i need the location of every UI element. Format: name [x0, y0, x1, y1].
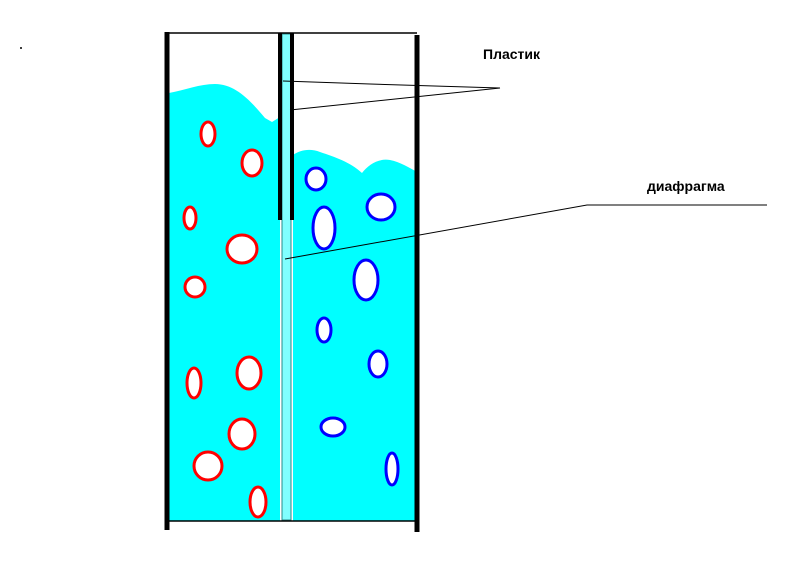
red-ion-bubble: [240, 148, 264, 178]
red-ion-bubble: [192, 450, 224, 482]
plastic-pointer-2: [289, 87, 501, 111]
red-ion-bubble: [185, 366, 203, 400]
plastic-label: Пластик: [483, 46, 540, 62]
blue-ion-bubble: [384, 451, 400, 487]
blue-ion-bubble: [315, 316, 333, 344]
plastic-pointer-1: [282, 80, 501, 89]
blue-ion-bubble: [367, 349, 389, 379]
blue-ion-bubble: [311, 205, 337, 251]
stray-dot: [20, 47, 22, 49]
diaphragm: [281, 33, 292, 521]
blue-ion-bubble: [304, 166, 328, 192]
diaphragm-label: диафрагма: [647, 178, 725, 194]
red-ion-bubble: [199, 120, 217, 148]
red-ion-bubble: [248, 485, 268, 519]
diaphragm-pointer: [284, 204, 767, 260]
blue-ion-bubble: [365, 192, 397, 222]
blue-ion-bubble: [352, 258, 380, 302]
red-ion-bubble: [225, 233, 259, 265]
red-ion-bubble: [227, 417, 257, 451]
blue-ion-bubble: [319, 416, 347, 438]
red-ion-bubble: [235, 355, 263, 391]
red-ion-bubble: [183, 275, 207, 299]
red-ion-bubble: [182, 205, 198, 231]
left-water: [169, 84, 280, 521]
